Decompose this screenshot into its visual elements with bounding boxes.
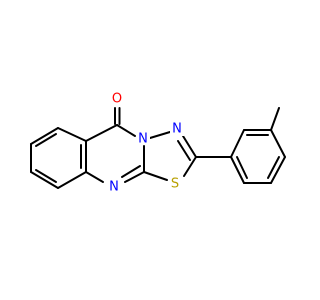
atom-n3: N [170,122,184,137]
bond-ar4 [270,156,286,184]
bond-inner-1 [35,133,57,147]
atom-label-n10: N [109,180,119,195]
bond-n3-c2-b [177,140,191,161]
bond-inner-2 [35,169,57,183]
bond-n4-n3 [149,131,171,139]
atom-label-o1: O [112,92,122,107]
atom-n4: N [137,132,150,147]
bond-c-s [143,171,168,181]
bond-c8a-n10 [85,171,104,183]
atom-n10: N [107,180,121,195]
bond-c5-n4 [116,124,136,137]
bond-c7-c8 [30,171,59,189]
bond-c2-s [183,156,197,177]
atom-label-n3: N [172,122,182,137]
bond-methyl [270,107,280,131]
bond-c5-c4a [85,124,118,142]
bond-c5b-c6 [30,127,59,145]
atom-o1: O [110,92,124,107]
bond-n3-c2-a [182,135,197,158]
bond-ar1 [230,129,245,158]
bond-c4a-c5b [57,127,87,142]
bonds [30,107,286,189]
molecule-structure: O N N S N [30,92,286,195]
bond-n10-c-b [121,165,141,178]
bond-ar-inner-3 [236,156,248,179]
bond-ar-inner-2 [267,156,280,179]
bond-ar3 [270,129,286,158]
bond-n10-c-a [124,171,145,183]
atom-label-n4: N [138,132,148,147]
bond-ar6 [230,156,245,184]
bond-c8-c8a [57,171,87,189]
atom-s1: S [168,177,182,192]
atom-labels: O N N S N [107,92,184,195]
atom-label-s1: S [171,177,179,192]
